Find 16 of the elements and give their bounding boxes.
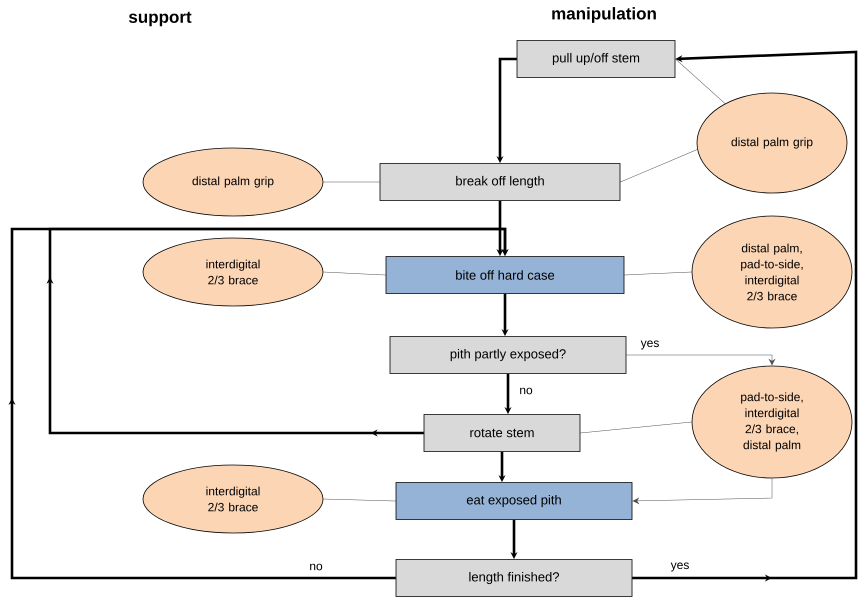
column-heading: support [128, 12, 192, 26]
process-box: length finished? [396, 559, 632, 597]
arrow [626, 354, 776, 366]
arrow [8, 228, 509, 580]
process-box: eat exposed pith [396, 482, 632, 520]
edge-label: yes [670, 562, 690, 572]
process-box: break off length [380, 163, 620, 201]
process-box: pull up/off stem [516, 40, 676, 78]
edge-label: no [308, 562, 324, 572]
process-box: rotate stem [424, 414, 580, 452]
edge-label: no [518, 386, 534, 396]
column-heading: manipulation [552, 7, 656, 23]
process-box: pith partly exposed? [390, 336, 626, 374]
arrow [632, 478, 772, 504]
process-box: bite off hard case [386, 256, 624, 294]
edge-label: yes [640, 340, 660, 350]
